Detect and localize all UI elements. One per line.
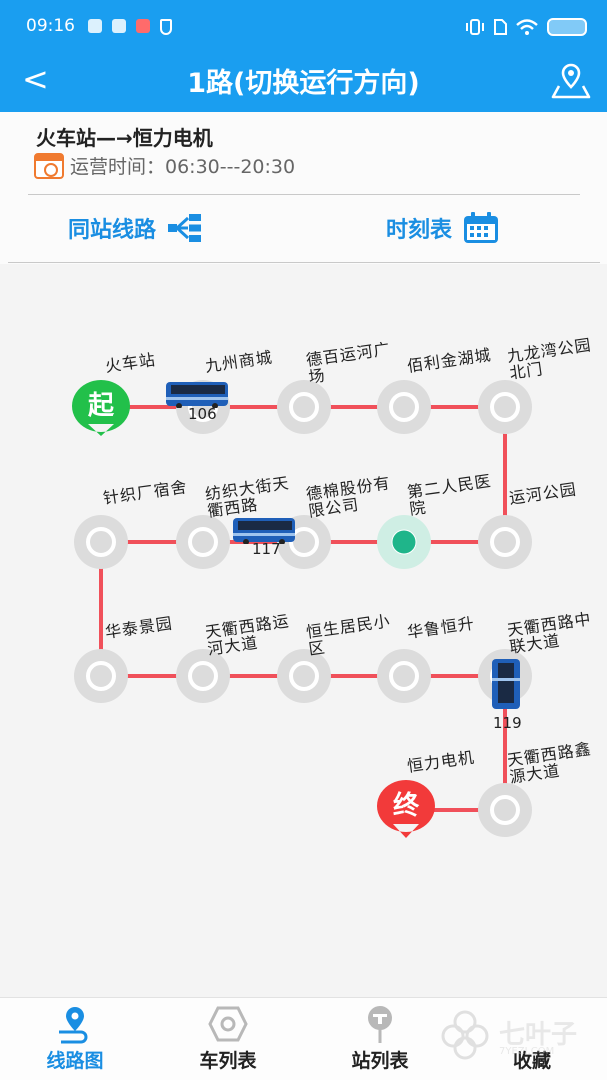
calendar-icon bbox=[464, 212, 499, 243]
divider bbox=[28, 194, 580, 195]
stop-node[interactable] bbox=[74, 515, 128, 569]
bus-icon[interactable] bbox=[232, 516, 296, 544]
shield-icon bbox=[88, 19, 102, 33]
vibrate-icon bbox=[466, 19, 484, 35]
tab-stop-list[interactable]: 站列表 bbox=[320, 998, 440, 1080]
timetable-button[interactable]: 时刻表 bbox=[386, 207, 500, 249]
bus-icon[interactable] bbox=[165, 380, 229, 408]
app-badge-icon bbox=[136, 19, 150, 33]
stop-node[interactable] bbox=[176, 649, 230, 703]
stop-node[interactable] bbox=[176, 515, 230, 569]
bus-number: 117 bbox=[252, 540, 281, 558]
route-info-panel: 火车站—→恒力电机 运营时间：06:30---20:30 同站线路 时刻表 bbox=[0, 112, 607, 264]
start-marker-text: 起 bbox=[88, 391, 115, 421]
timetable-label: 时刻表 bbox=[386, 218, 453, 243]
status-bar: 09:16 bbox=[0, 0, 607, 50]
wifi-icon bbox=[516, 19, 538, 35]
tab-label: 站列表 bbox=[351, 1050, 409, 1072]
divider bbox=[8, 262, 600, 263]
stop-node[interactable] bbox=[277, 649, 331, 703]
stop-node[interactable] bbox=[377, 515, 431, 569]
tab-route-map[interactable]: 线路图 bbox=[15, 998, 135, 1080]
stop-node[interactable] bbox=[478, 783, 532, 837]
bus-number: 106 bbox=[188, 405, 217, 423]
stop-node[interactable] bbox=[478, 515, 532, 569]
system-icons bbox=[466, 18, 587, 36]
end-marker[interactable]: 终 bbox=[375, 778, 437, 840]
back-button[interactable]: < bbox=[22, 60, 49, 98]
clover-logo-icon bbox=[441, 1010, 489, 1060]
tab-label: 车列表 bbox=[199, 1050, 257, 1072]
stop-node[interactable] bbox=[377, 649, 431, 703]
operating-time: 运营时间：06:30---20:30 bbox=[34, 152, 295, 179]
branch-routes-icon bbox=[168, 214, 202, 242]
battery-icon bbox=[547, 18, 587, 36]
stop-list-tab-icon bbox=[368, 1006, 392, 1043]
tab-favorites[interactable]: 收藏 bbox=[472, 998, 592, 1080]
status-time: 09:16 bbox=[26, 16, 75, 36]
same-station-routes-button[interactable]: 同站线路 bbox=[68, 207, 204, 249]
page-title[interactable]: 1路(切换运行方向) bbox=[187, 68, 420, 99]
bus-list-tab-icon bbox=[208, 1006, 248, 1042]
route-lines bbox=[99, 405, 507, 812]
bus-number: 119 bbox=[493, 714, 522, 732]
route-map[interactable]: 火车站九州商城德百运河广场佰利金湖城九龙湾公园北门运河公园第二人民医院德棉股份有… bbox=[0, 264, 607, 998]
watermark-logo: 七叶子 7YEZI.COM bbox=[437, 1000, 597, 1070]
tab-bus-list[interactable]: 车列表 bbox=[168, 998, 288, 1080]
route-name: 火车站—→恒力电机 bbox=[36, 126, 213, 150]
tab-label: 收藏 bbox=[512, 1050, 551, 1072]
map-location-icon[interactable] bbox=[551, 62, 591, 100]
clock-calendar-icon bbox=[34, 152, 64, 179]
same-station-routes-label: 同站线路 bbox=[68, 218, 157, 243]
stop-node[interactable] bbox=[277, 380, 331, 434]
sim-icon bbox=[494, 19, 507, 35]
route-stops bbox=[74, 380, 532, 837]
end-marker-text: 终 bbox=[393, 790, 420, 821]
notification-icons bbox=[88, 19, 172, 35]
watermark-text: 七叶子 bbox=[499, 1020, 578, 1050]
stop-node[interactable] bbox=[74, 649, 128, 703]
app-icon bbox=[112, 19, 126, 33]
action-row: 同站线路 时刻表 bbox=[0, 207, 607, 249]
app-bar: < 1路(切换运行方向) bbox=[0, 50, 607, 112]
stop-node[interactable] bbox=[377, 380, 431, 434]
watermark-subtext: 7YEZI.COM bbox=[499, 1046, 555, 1057]
bottom-tab-bar: 线路图 车列表 站列表 收藏 七叶子 7YEZI.COM bbox=[0, 997, 607, 1080]
operating-time-text: 运营时间：06:30---20:30 bbox=[70, 156, 296, 178]
stop-node[interactable] bbox=[478, 380, 532, 434]
tab-label: 线路图 bbox=[46, 1050, 104, 1072]
route-map-tab-icon bbox=[59, 1007, 88, 1044]
start-marker[interactable]: 起 bbox=[70, 378, 132, 438]
bus-icon[interactable] bbox=[490, 658, 522, 710]
usb-icon bbox=[160, 19, 172, 35]
